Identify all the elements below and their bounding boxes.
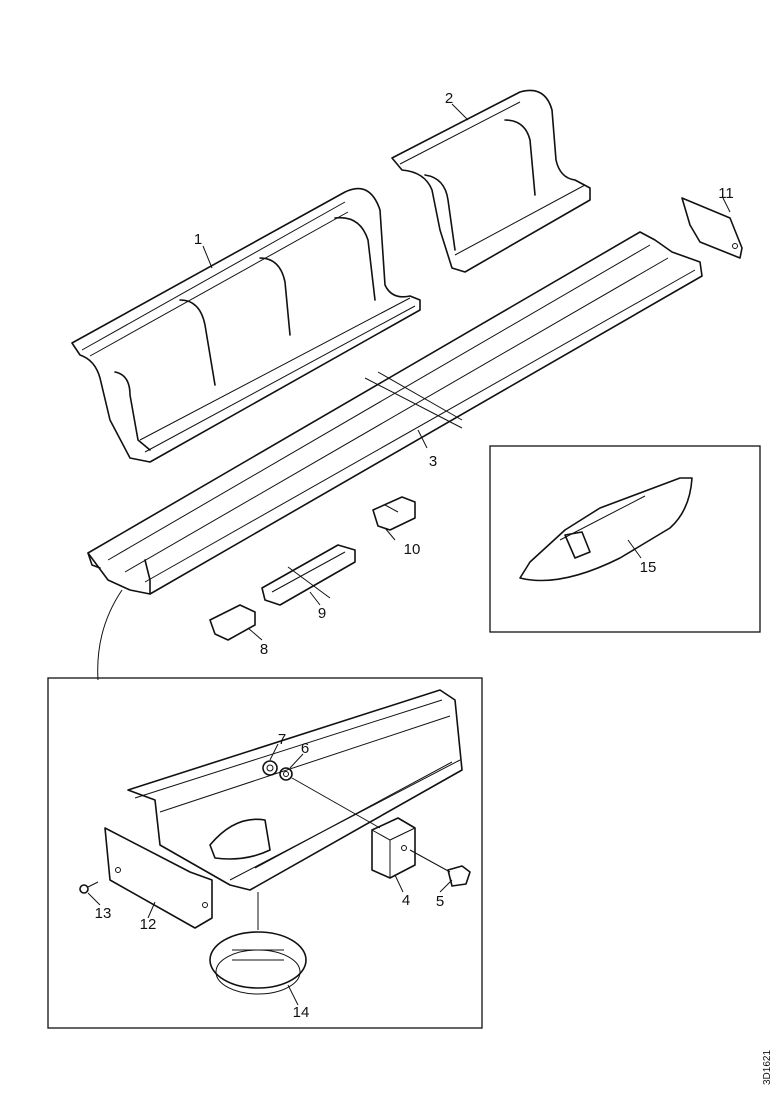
callout-11: 11 [718, 185, 734, 202]
sill-end-detail [127, 689, 463, 891]
detail-box-part-15 [489, 445, 761, 633]
part-2-rear-frame [391, 89, 591, 273]
callout-12: 12 [140, 916, 157, 933]
callout-1: 1 [194, 231, 202, 248]
part-14-round-plug [209, 892, 307, 995]
callout-4: 4 [402, 892, 410, 909]
callout-13: 13 [95, 905, 112, 922]
part-1-rocker-frame [71, 187, 421, 463]
callout-leaders [87, 103, 731, 1006]
detail-box-sill-end [47, 677, 483, 1029]
part-6-washer [279, 767, 293, 781]
callout-3: 3 [429, 453, 437, 470]
callout-5: 5 [436, 893, 444, 910]
detail-leader-curve [97, 589, 123, 681]
reference-code: 3D1621 [762, 1050, 773, 1085]
part-7-nut [262, 760, 278, 776]
callout-7: 7 [278, 731, 286, 748]
callout-10: 10 [404, 541, 421, 558]
part-11-end-plate [681, 197, 743, 259]
part-15-sill-cover [519, 477, 693, 582]
callout-15: 15 [640, 559, 657, 576]
part-10-bracket [372, 496, 416, 531]
part-8-clip [209, 604, 256, 641]
callout-6: 6 [301, 740, 309, 757]
part-3-sill-channel [87, 231, 703, 595]
callout-2: 2 [445, 90, 453, 107]
callout-14: 14 [293, 1004, 310, 1021]
part-9-reinforcement [261, 544, 356, 606]
part-4-block [371, 817, 416, 879]
callout-8: 8 [260, 641, 268, 658]
callout-9: 9 [318, 605, 326, 622]
part-13-screw [79, 881, 99, 894]
part-12-side-plate [104, 827, 213, 929]
fastener-axis-line [291, 777, 381, 829]
part-5-bolt [409, 849, 471, 887]
